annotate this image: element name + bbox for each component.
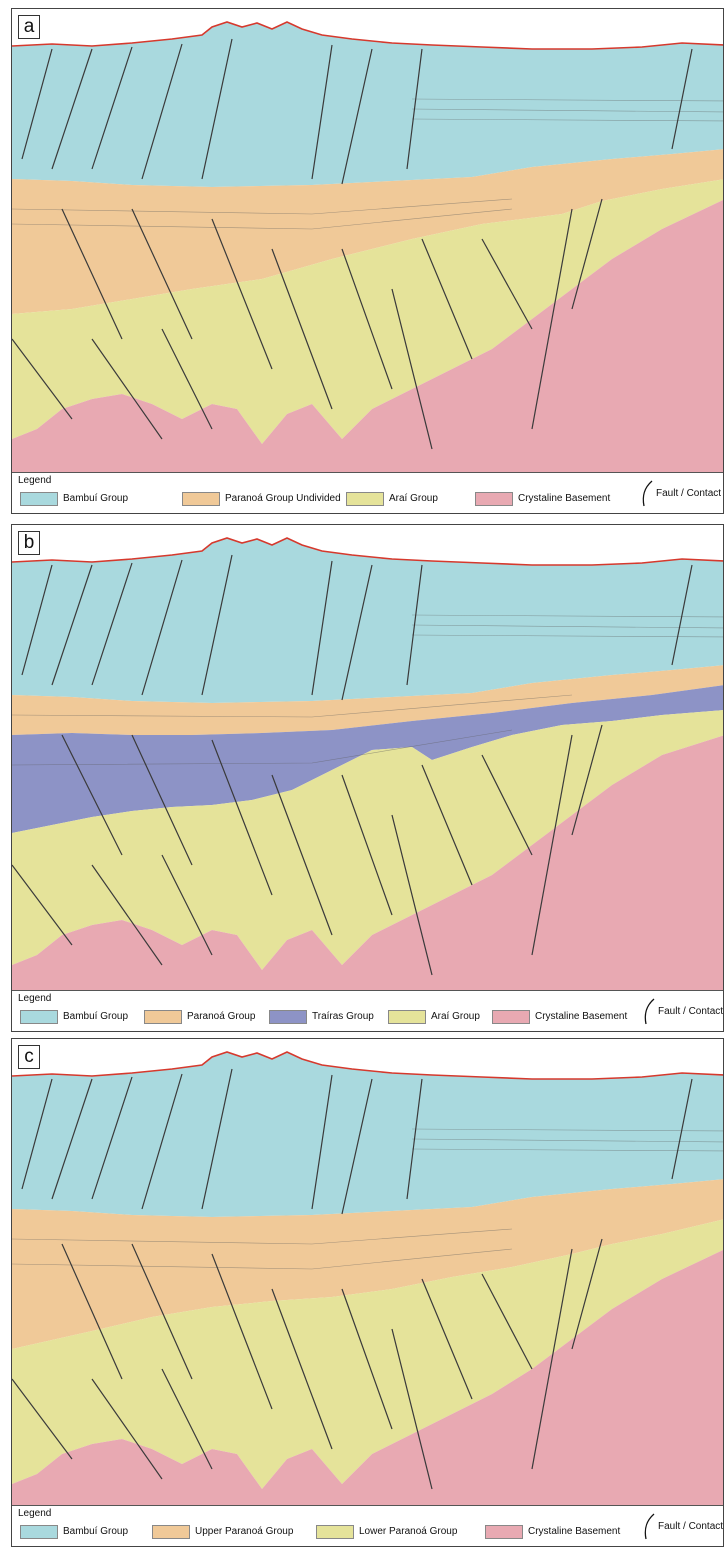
- arai-layer: [12, 710, 723, 970]
- panel-b: b Legend Bambuí Group Paranoá Group Traí…: [11, 524, 724, 1032]
- legend-label: Traíras Group: [312, 1011, 374, 1023]
- legend-title: Legend: [18, 993, 52, 1004]
- surface-line: [12, 1051, 723, 1080]
- reflector-lines: [12, 614, 723, 766]
- legend-label: Bambuí Group: [63, 493, 129, 505]
- legend-item: Araí Group: [346, 490, 438, 507]
- fault-symbol-icon: [644, 998, 655, 1025]
- legend-swatch: [316, 1524, 354, 1539]
- legend-item-fault: Fault / Contact: [640, 480, 721, 507]
- legend-swatch: [475, 491, 513, 506]
- legend-item: Crystaline Basement: [492, 1008, 627, 1025]
- paranoa-layer: [12, 665, 723, 735]
- seismic-section-a: [12, 21, 723, 475]
- legend-label: Araí Group: [389, 493, 438, 505]
- legend-swatch: [269, 1009, 307, 1024]
- legend-label: Crystaline Basement: [518, 493, 611, 505]
- panel-label: a: [18, 15, 40, 39]
- legend-swatch: [20, 1009, 58, 1024]
- legend-label: Bambuí Group: [63, 1011, 129, 1023]
- legend-item: Bambuí Group: [20, 1523, 128, 1540]
- legend-swatch: [485, 1524, 523, 1539]
- bambui-layer: [12, 1052, 723, 1217]
- legend-item-fault: Fault / Contact: [642, 1513, 723, 1540]
- surface-line: [12, 537, 723, 566]
- legend-item: Paranoá Group Undivided: [182, 490, 341, 507]
- legend-swatch: [20, 1524, 58, 1539]
- fault-lines: [12, 554, 693, 976]
- legend-label: Crystaline Basement: [528, 1526, 621, 1538]
- basement-layer: [12, 199, 723, 475]
- legend-item-fault: Fault / Contact: [642, 998, 723, 1025]
- legend-swatch: [144, 1009, 182, 1024]
- panel-a: a Legend Bambuí Group Paranoá Group Undi…: [11, 8, 724, 514]
- legend-swatch: [492, 1009, 530, 1024]
- panel-label: b: [18, 531, 40, 555]
- legend-item: Araí Group: [388, 1008, 480, 1025]
- legend-item: Upper Paranoá Group: [152, 1523, 293, 1540]
- bambui-layer: [12, 22, 723, 187]
- legend-label: Araí Group: [431, 1011, 480, 1023]
- reflector-lines: [12, 98, 723, 230]
- arai-layer: [12, 179, 723, 444]
- legend-label: Paranoá Group: [187, 1011, 256, 1023]
- legend-item: Bambuí Group: [20, 490, 128, 507]
- legend-swatch: [182, 491, 220, 506]
- legend-label: Lower Paranoá Group: [359, 1526, 458, 1538]
- legend-item: Traíras Group: [269, 1008, 374, 1025]
- lower-paranoa-layer: [12, 1219, 723, 1489]
- legend-swatch: [346, 491, 384, 506]
- legend-label: Crystaline Basement: [535, 1011, 628, 1023]
- legend-label: Paranoá Group Undivided: [225, 493, 341, 505]
- legend-label: Upper Paranoá Group: [195, 1526, 294, 1538]
- upper-paranoa-layer: [12, 1179, 723, 1349]
- legend: Legend Bambuí Group Paranoá Group Traíra…: [12, 990, 723, 1031]
- basement-layer: [12, 1249, 723, 1508]
- legend-label: Fault / Contact: [656, 488, 722, 499]
- legend-item: Crystaline Basement: [485, 1523, 620, 1540]
- seismic-section-b: [12, 537, 723, 993]
- legend-swatch: [152, 1524, 190, 1539]
- legend-swatch: [388, 1009, 426, 1024]
- legend: Legend Bambuí Group Upper Paranoá Group …: [12, 1505, 723, 1546]
- trairas-layer: [12, 685, 723, 833]
- fault-lines: [12, 38, 693, 450]
- paranoa-layer: [12, 149, 723, 314]
- legend-label: Fault / Contact: [658, 1006, 724, 1017]
- basement-layer: [12, 735, 723, 993]
- legend-item: Paranoá Group: [144, 1008, 255, 1025]
- legend-swatch: [20, 491, 58, 506]
- fault-symbol-icon: [642, 480, 653, 507]
- legend-label: Fault / Contact: [658, 1521, 724, 1532]
- reflector-lines: [12, 1128, 723, 1270]
- bambui-layer: [12, 538, 723, 703]
- panel-c: c Legend Bambuí Group Upper Paranoá Grou…: [11, 1038, 724, 1547]
- legend-item: Bambuí Group: [20, 1008, 128, 1025]
- legend-item: Lower Paranoá Group: [316, 1523, 457, 1540]
- legend-item: Crystaline Basement: [475, 490, 610, 507]
- legend-title: Legend: [18, 475, 52, 486]
- legend: Legend Bambuí Group Paranoá Group Undivi…: [12, 472, 723, 513]
- panel-label: c: [18, 1045, 40, 1069]
- legend-label: Bambuí Group: [63, 1526, 129, 1538]
- fault-symbol-icon: [644, 1513, 655, 1540]
- fault-lines: [12, 1068, 693, 1490]
- seismic-section-c: [12, 1051, 723, 1508]
- legend-title: Legend: [18, 1508, 52, 1519]
- surface-line: [12, 21, 723, 50]
